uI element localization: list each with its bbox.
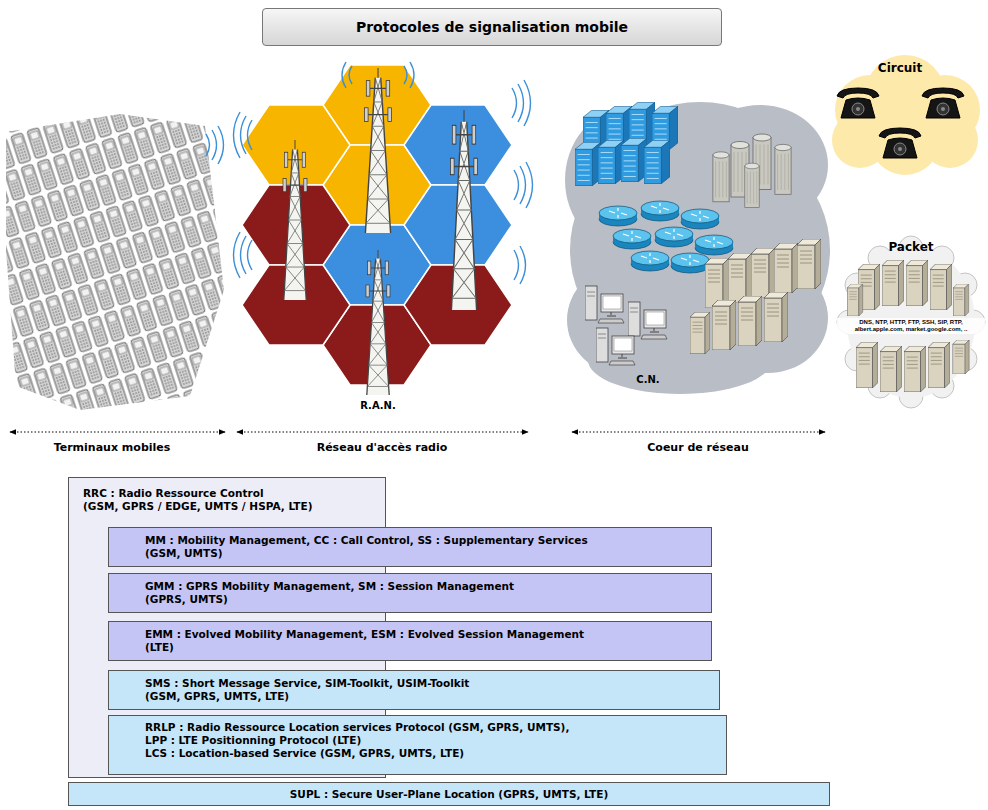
core-routers-part — [641, 201, 679, 221]
diagram-title: Protocoles de signalisation mobile — [356, 18, 628, 36]
circuit-cloud-part — [922, 112, 978, 168]
range-label: Coeur de réseau — [647, 441, 749, 454]
circuit-cloud-part — [832, 112, 888, 168]
protocol-detail: (GSM, GPRS / EDGE, UMTS / HSPA, LTE) — [83, 500, 312, 513]
protocol-list-note: DNS, NTP, HTTP, FTP, SSH, SIP, RTP, albe… — [837, 318, 985, 334]
core-routers-part — [613, 229, 651, 249]
antenna-towers-part — [451, 110, 478, 310]
core-servers-part — [621, 138, 647, 181]
core-servers-part — [598, 140, 624, 183]
circuit-telephones — [837, 88, 964, 158]
packet-cloud — [837, 236, 985, 408]
core-computers-part — [797, 239, 821, 289]
protocol-name: RRC : Radio Ressource Control — [83, 487, 264, 500]
protocol-name: EMM : Evolved Mobility Management, ESM :… — [145, 628, 584, 641]
packet-servers-part — [904, 346, 926, 392]
radio-waves-part — [514, 162, 533, 208]
circuit-telephones-part — [837, 88, 879, 118]
radio-waves — [234, 62, 533, 284]
core-computers-part — [774, 243, 798, 293]
core-computers-part — [596, 328, 635, 365]
service-box: SMS : Short Message Service, SIM-Toolkit… — [108, 670, 720, 710]
protocol-name: SUPL : Secure User-Plane Location (GPRS,… — [290, 788, 608, 801]
core-servers-part — [775, 144, 791, 194]
packet-servers-part — [880, 346, 902, 392]
antenna-towers-part — [366, 250, 390, 395]
antenna-towers — [283, 68, 478, 395]
range-arrows-part — [10, 432, 225, 433]
radio-waves-part — [512, 80, 531, 126]
region-label: R.A.N. — [360, 400, 396, 412]
core-computers-part — [585, 286, 624, 323]
core-routers-part — [681, 209, 719, 229]
region-label: C.N. — [636, 374, 659, 386]
supl-bar: SUPL : Secure User-Plane Location (GPRS,… — [68, 782, 830, 806]
mobile-phones-cluster — [6, 114, 224, 410]
protocol-detail: (GPRS, UMTS) — [145, 593, 228, 606]
core-routers-part — [671, 253, 709, 273]
radio-waves-part — [514, 246, 526, 284]
core-servers-part — [713, 152, 729, 202]
protocol-detail: (LTE) — [145, 641, 174, 654]
packet-servers-part — [928, 342, 950, 388]
core-routers-part — [695, 235, 733, 255]
core-servers-part — [575, 142, 601, 185]
core-computers-part — [628, 302, 667, 339]
core-computers-part — [690, 312, 710, 354]
antenna-towers-part — [283, 140, 307, 300]
packet-servers-part — [953, 284, 968, 316]
core-servers — [575, 102, 791, 207]
protocol-name: MM : Mobility Management, CC : Call Cont… — [145, 534, 588, 547]
packet-servers-part — [856, 342, 878, 388]
range-label: Terminaux mobiles — [54, 441, 171, 454]
cloud-label: Circuit — [878, 61, 922, 75]
packet-servers-part — [847, 284, 862, 316]
range-label: Réseau d'accès radio — [317, 441, 448, 454]
core-routers-part — [631, 251, 669, 271]
core-computers-part — [751, 248, 775, 298]
core-computers-part — [764, 292, 788, 342]
protocol-name: SMS : Short Message Service, SIM-Toolkit… — [145, 677, 469, 690]
range-arrows-part — [572, 432, 825, 433]
circuit-cloud — [832, 55, 980, 175]
mobile-phones-cluster-part — [206, 126, 224, 164]
core-routers-part — [655, 227, 693, 247]
protocol-detail: (GSM, UMTS) — [145, 547, 223, 560]
radio-waves-part — [234, 232, 253, 278]
core-computers — [585, 239, 821, 365]
core-servers-part — [745, 163, 759, 207]
protocol-detail: LCS : Location-based Service (GSM, GPRS,… — [145, 747, 464, 760]
protocol-name: GMM : GPRS Mobility Management, SM : Ses… — [145, 580, 514, 593]
packet-servers-part — [953, 340, 969, 374]
protocol-detail: (GSM, GPRS, UMTS, LTE) — [145, 690, 289, 703]
range-arrows — [10, 432, 825, 433]
radio-waves-part — [234, 112, 253, 158]
core-servers-part — [644, 140, 670, 183]
title-box: Protocoles de signalisation mobile — [262, 8, 722, 46]
location-protocol-box: RRLP : Radio Ressource Location services… — [108, 715, 727, 775]
core-computers-part — [728, 253, 752, 303]
protocol-box: MM : Mobility Management, CC : Call Cont… — [108, 527, 712, 567]
circuit-telephones-part — [922, 88, 964, 118]
protocol-detail: LPP : LTE Positionning Protocol (LTE) — [145, 734, 361, 747]
packet-servers-part — [906, 260, 928, 306]
antenna-towers-part — [365, 68, 392, 233]
protocol-box: GMM : GPRS Mobility Management, SM : Ses… — [108, 573, 712, 613]
core-routers-part — [599, 206, 637, 226]
circuit-telephones-part — [879, 128, 921, 158]
protocol-name: RRLP : Radio Ressource Location services… — [145, 721, 569, 734]
core-computers-part — [712, 300, 736, 350]
packet-servers-part — [930, 264, 952, 310]
mobile-phones-cluster-part — [6, 114, 224, 410]
range-arrows-part — [237, 432, 528, 433]
cloud-label: Packet — [888, 240, 933, 254]
core-computers-part — [738, 296, 762, 346]
protocol-box: EMM : Evolved Mobility Management, ESM :… — [108, 621, 712, 661]
packet-servers-part — [882, 260, 904, 306]
core-network-cloud — [565, 102, 830, 394]
